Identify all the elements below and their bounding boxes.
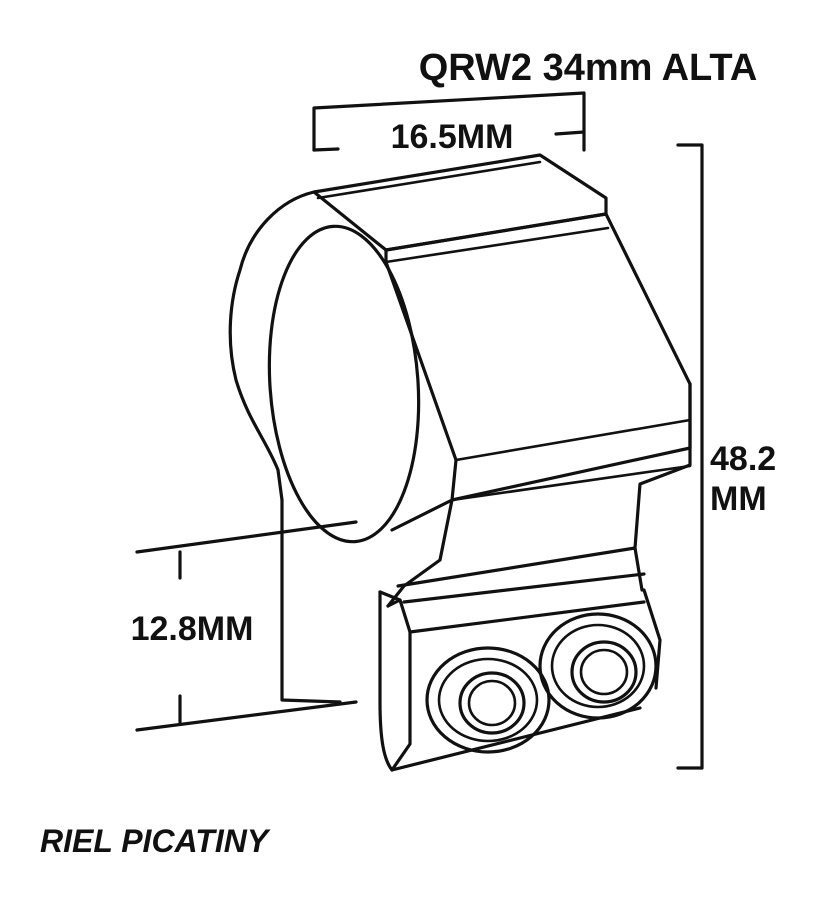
width-dimension-bracket: [312, 91, 586, 152]
screw-left: [425, 646, 551, 754]
rail-caption: RIEL PICATINY: [40, 823, 271, 859]
screw-right: [538, 612, 658, 720]
tube-bore: [267, 224, 421, 544]
width-dimension-label: 16.5MM: [391, 118, 514, 156]
height-dimension-bracket: [676, 143, 704, 770]
base-dimension-label: 12.8MM: [131, 610, 254, 648]
diagram-title: QRW2 34mm ALTA: [419, 47, 758, 89]
height-dimension-value: 48.2: [710, 440, 776, 478]
clamp-base: [378, 498, 662, 772]
height-dimension-unit: MM: [710, 480, 767, 518]
mount-ring: [228, 153, 692, 704]
